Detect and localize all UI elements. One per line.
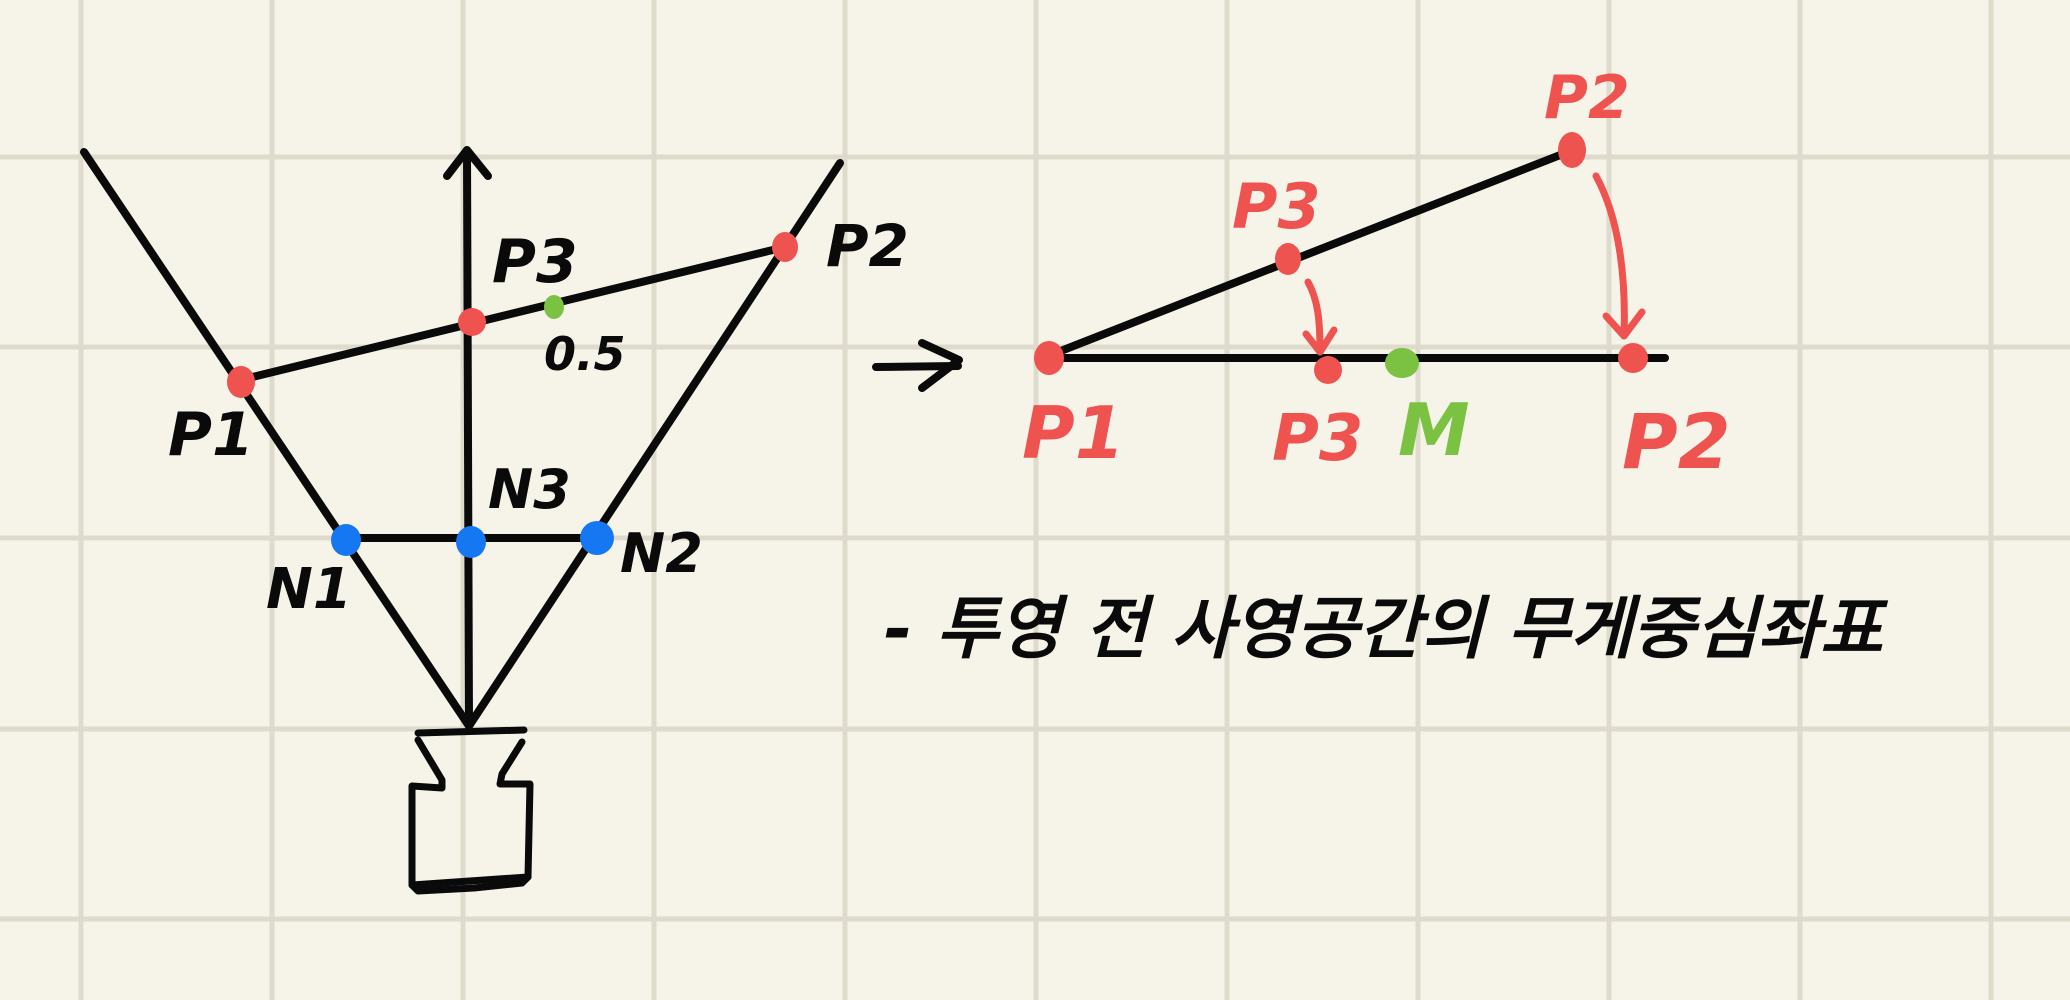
- right-point-p3-top-dot: [1275, 243, 1301, 275]
- right-point-p2-top-dot: [1558, 132, 1586, 168]
- left-frustum-ray: [80, 148, 473, 730]
- label-p2: P2: [826, 212, 909, 280]
- segment-p1-p2: [236, 243, 789, 384]
- right-label-m: M: [1398, 388, 1470, 472]
- transform-arrow: [872, 339, 963, 392]
- right-point-p1-dot: [1034, 341, 1064, 375]
- barycentric-note: - 투영 전 사영공간의 무게중심좌표: [884, 590, 1888, 669]
- point-p2-dot: [772, 232, 798, 262]
- point-p1-dot: [227, 366, 255, 398]
- right-point-m-dot: [1385, 348, 1419, 378]
- curved-arrow-p3: [1304, 278, 1324, 356]
- point-n3-dot: [456, 526, 486, 558]
- midpoint-dot: [544, 295, 564, 319]
- camera-icon: [408, 726, 534, 895]
- right-label-p2-top: P2: [1544, 63, 1630, 133]
- left-perspective-diagram: P1 P2 P3 0.5 N1 N3 N2: [80, 146, 909, 895]
- point-n1-dot: [331, 524, 361, 556]
- point-n2-dot: [580, 521, 614, 555]
- view-axis-arrowhead: [443, 146, 492, 180]
- label-n1: N1: [266, 557, 352, 622]
- curved-arrow-p2: [1592, 172, 1628, 340]
- label-half: 0.5: [544, 327, 626, 381]
- label-n2: N2: [620, 522, 703, 585]
- right-label-p3-top: P3: [1232, 170, 1321, 243]
- unprojected-segment: [1044, 146, 1577, 360]
- label-n3: N3: [488, 458, 571, 521]
- point-p3-dot: [458, 308, 486, 336]
- right-projection-diagram: P2 P3 P1 P3 M P2: [1022, 63, 1731, 486]
- right-label-p3-bottom: P3: [1272, 402, 1363, 476]
- view-axis: [463, 148, 473, 730]
- label-p3: P3: [492, 227, 578, 297]
- label-p1: P1: [168, 400, 254, 470]
- right-point-p2-bottom-dot: [1618, 343, 1648, 373]
- right-point-p3-bottom-dot: [1314, 356, 1342, 384]
- curved-arrow-p2-head: [1602, 308, 1646, 340]
- right-label-p2-bottom: P2: [1622, 397, 1731, 486]
- curved-arrow-p3-head: [1302, 326, 1338, 356]
- right-label-p1-bottom: P1: [1022, 391, 1125, 475]
